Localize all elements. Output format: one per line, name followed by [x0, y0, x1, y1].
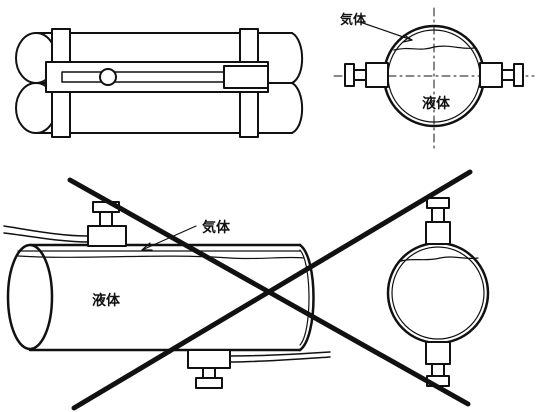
cross-section-correct: 気体 液体 — [333, 7, 535, 149]
liquid-label-top: 液体 — [422, 95, 451, 112]
transducer-top — [87, 201, 127, 247]
liquid-label-bottom: 液体 — [92, 292, 121, 309]
liquid-surface-line — [393, 45, 475, 51]
sensor-rail — [45, 61, 269, 93]
transducer-bottom — [187, 349, 231, 389]
liquid-surface-line-2 — [397, 256, 479, 263]
transducer-right — [479, 62, 524, 88]
prohibited-cross-mark — [67, 169, 473, 411]
liquid-level-line — [17, 255, 305, 260]
gas-label-top: 気体 — [340, 12, 367, 28]
transducer-left — [344, 62, 389, 88]
transducer-vertical-bottom — [425, 341, 451, 387]
cross-section-incorrect — [386, 197, 490, 387]
gas-label-bottom: 気体 — [202, 219, 231, 236]
gas-leader-arrow — [359, 21, 413, 41]
cable-bottom — [229, 351, 331, 357]
pipe-side-view-incorrect: 気体 液体 — [3, 201, 331, 389]
cable-top — [3, 225, 89, 237]
transducer-vertical-top — [425, 197, 451, 245]
pipe-bundle-side-view — [15, 28, 304, 138]
